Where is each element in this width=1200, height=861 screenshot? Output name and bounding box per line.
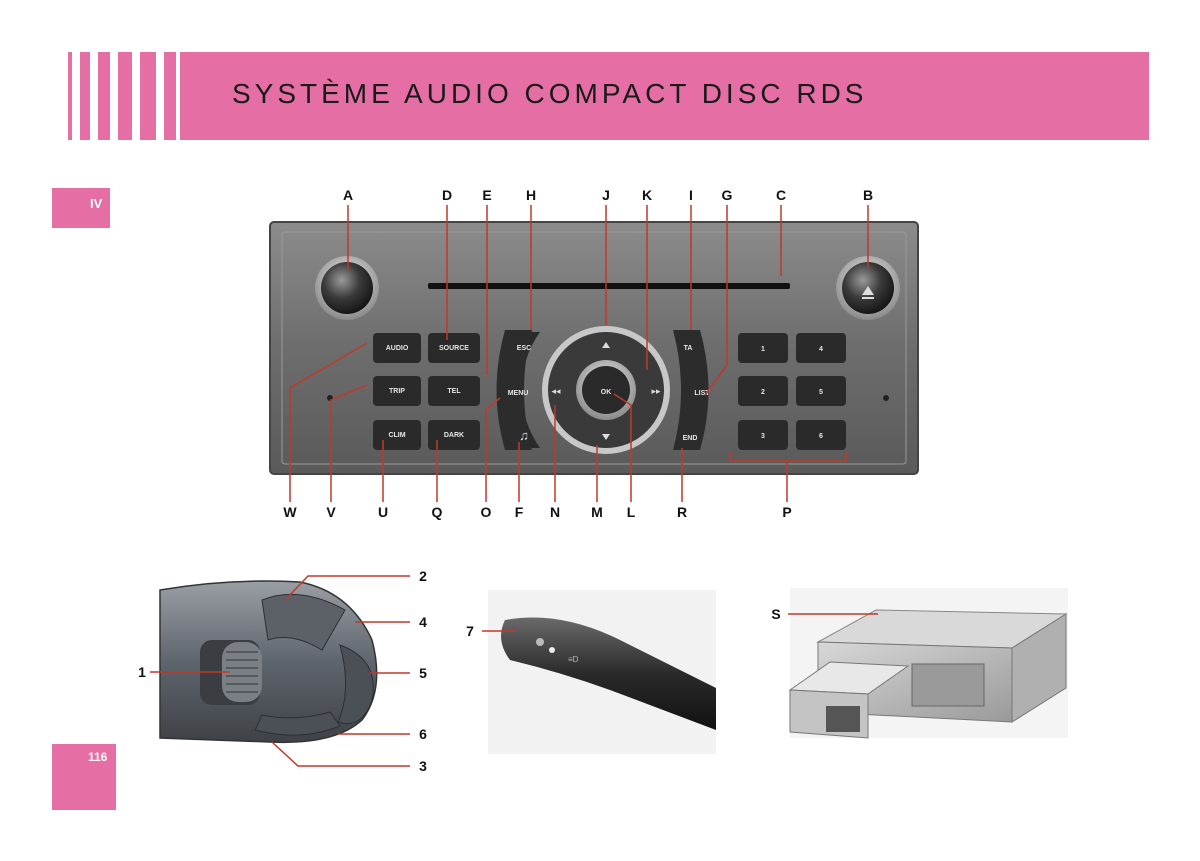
callout-letter: M xyxy=(591,504,603,520)
menu-button: MENU xyxy=(508,390,529,397)
lights-icon: ≡D xyxy=(568,655,579,664)
callout-letter: W xyxy=(283,504,297,520)
source-button: SOURCE xyxy=(439,345,469,352)
callout-letter: E xyxy=(482,187,491,203)
previous-icon: ◂◂ xyxy=(551,386,561,396)
bulb-icon xyxy=(536,638,544,646)
callout-letter: S xyxy=(771,606,780,622)
callout-letter: O xyxy=(481,504,492,520)
radio-callout-lines xyxy=(289,205,869,502)
control-callout-lines xyxy=(150,575,410,767)
preset-keypad: 1 4 2 5 3 6 xyxy=(738,333,846,450)
steering-wheel-control: 2 4 1 5 6 3 xyxy=(138,568,427,774)
callout-letter: P xyxy=(782,504,791,520)
callout-letter: B xyxy=(863,187,873,203)
header-stripes xyxy=(68,52,180,140)
callout-letter: N xyxy=(550,504,560,520)
callout-letter: I xyxy=(689,187,693,203)
callout-letter: Q xyxy=(432,504,443,520)
callout-letter: U xyxy=(378,504,388,520)
chapter-label: IV xyxy=(90,196,103,211)
roller-wheel-icon xyxy=(222,642,262,702)
list-button: LIST xyxy=(694,390,710,397)
clim-button: CLIM xyxy=(388,432,405,439)
preset-key: 2 xyxy=(761,389,765,396)
dark-button: DARK xyxy=(444,432,464,439)
radio-unit: AUDIO SOURCE TRIP TEL CLIM DARK ESC MENU… xyxy=(269,205,919,502)
callout-number: 5 xyxy=(419,665,427,681)
preset-key: 1 xyxy=(761,346,765,353)
callout-letter: C xyxy=(776,187,786,203)
chapter-tab: IV xyxy=(52,188,110,228)
end-button: END xyxy=(683,435,698,442)
page-title: SYSTÈME AUDIO COMPACT DISC RDS xyxy=(232,78,868,109)
radio-left-buttons: AUDIO SOURCE TRIP TEL CLIM DARK xyxy=(373,333,480,450)
ok-button: OK xyxy=(601,389,612,396)
callout-letter: D xyxy=(442,187,452,203)
stalk-control: ≡D 7 xyxy=(466,590,716,754)
page-number: 116 xyxy=(88,750,108,764)
volume-knob-icon xyxy=(315,256,379,320)
callout-letter: K xyxy=(642,187,652,203)
callout-letter: V xyxy=(326,504,336,520)
callout-letter: H xyxy=(526,187,536,203)
callout-number: 2 xyxy=(419,568,427,584)
eject-button-icon xyxy=(836,256,900,320)
callout-letter: F xyxy=(515,504,524,520)
audio-button: AUDIO xyxy=(386,345,409,352)
preset-key: 5 xyxy=(819,389,823,396)
callout-number: 4 xyxy=(419,614,427,630)
callout-number: 3 xyxy=(419,758,427,774)
tel-button: TEL xyxy=(447,388,461,395)
up-arrow-icon xyxy=(602,342,610,348)
callout-letter: J xyxy=(602,187,610,203)
radio-top-callouts: A D E H J K I G C B xyxy=(343,187,873,203)
cd-changer: S xyxy=(771,588,1068,739)
navigation-cluster: ESC MENU ♫ TA LIST END OK ◂◂ ▸▸ xyxy=(496,326,710,454)
music-note-icon: ♫ xyxy=(519,428,529,443)
callout-letter: G xyxy=(722,187,733,203)
callout-number: 1 xyxy=(138,664,146,680)
trip-button: TRIP xyxy=(389,388,405,395)
callout-letter: L xyxy=(627,504,636,520)
callout-letter: A xyxy=(343,187,353,203)
radio-bottom-callouts: W V U Q O F N M L R P xyxy=(283,504,791,520)
esc-button: ESC xyxy=(517,345,531,352)
preset-key: 3 xyxy=(761,433,765,440)
ta-button: TA xyxy=(684,345,693,352)
preset-key: 4 xyxy=(819,346,823,353)
down-arrow-icon xyxy=(602,434,610,440)
preset-key: 6 xyxy=(819,433,823,440)
callout-number: 6 xyxy=(419,726,427,742)
next-icon: ▸▸ xyxy=(651,386,661,396)
cd-slot xyxy=(428,283,790,289)
title-banner: SYSTÈME AUDIO COMPACT DISC RDS xyxy=(180,52,1149,140)
callout-letter: R xyxy=(677,504,687,520)
page-number-tab: 116 xyxy=(52,744,116,810)
callout-number: 7 xyxy=(466,623,474,639)
